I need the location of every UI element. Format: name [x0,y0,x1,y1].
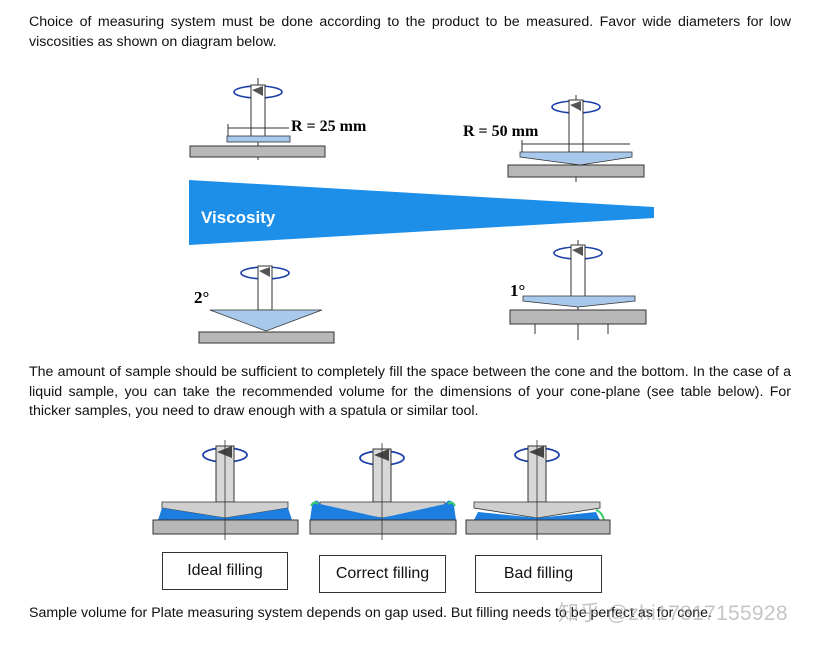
angle-large-label: 2° [194,288,209,307]
cone-1deg-figure: 1° [509,240,647,340]
filling-ideal-figure [152,440,299,540]
angle-small-label: 1° [510,281,525,300]
sample-paragraph: The amount of sample should be sufficien… [29,364,791,419]
radius-small-label: R = 25 mm [291,118,367,135]
watermark-text: 知乎 @zhi17817155928 [558,602,788,625]
correct-filling-label: Correct filling [319,555,446,593]
bad-filling-label: Bad filling [475,555,602,593]
ideal-filling-label: Ideal filling [162,552,288,590]
viscosity-label: Viscosity [201,208,276,227]
plate-r50-figure: R = 50 mm [463,95,645,182]
cone-2deg-figure: 2° [194,265,335,344]
filling-correct-figure [309,443,457,540]
filling-bad-figure [465,440,611,540]
intro-paragraph: Choice of measuring system must be done … [29,14,791,50]
radius-large-label: R = 50 mm [463,123,539,140]
viscosity-wedge: Viscosity [189,180,654,245]
plate-r25-figure: R = 25 mm [189,78,367,160]
plate-paragraph: Sample volume for Plate measuring system… [29,605,712,621]
